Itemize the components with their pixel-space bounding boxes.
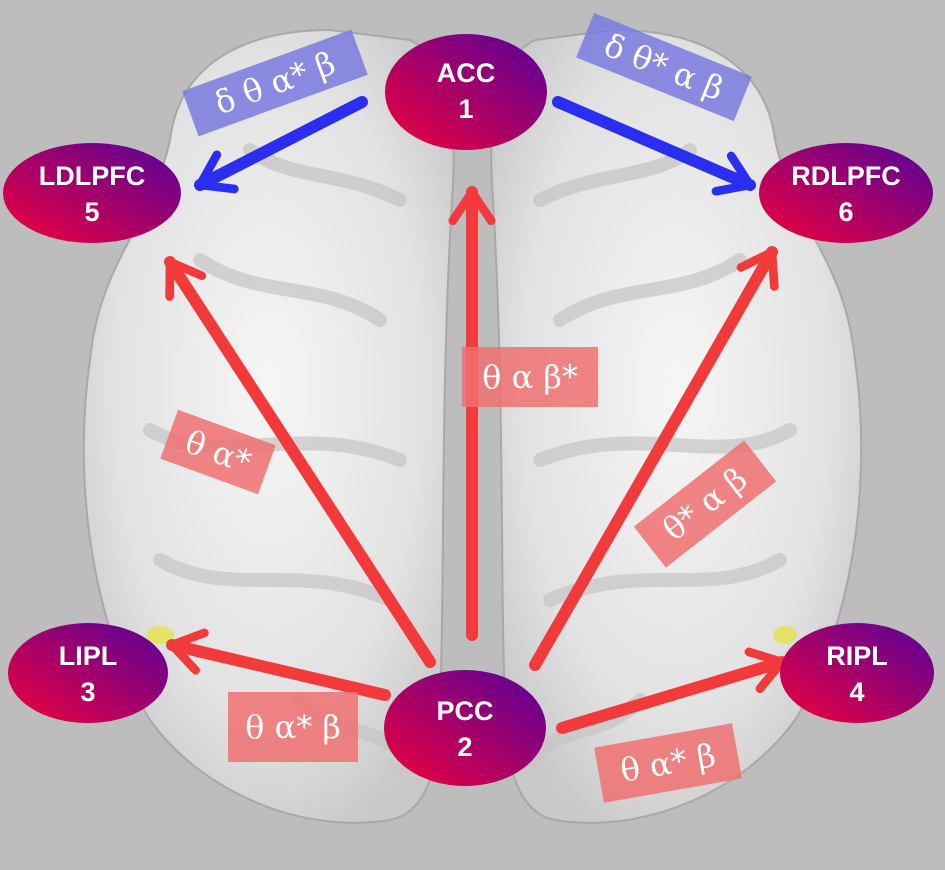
node-acc-name: ACC — [437, 58, 496, 88]
edge-label-text: θ α β* — [482, 358, 578, 396]
arrow-pcc-to-ldlpfc — [164, 256, 436, 668]
arrows — [164, 96, 788, 734]
node-ldlpfc: LDLPFC 5 — [3, 143, 181, 243]
node-rdlpfc-number: 6 — [838, 197, 853, 227]
node-ripl-name: RIPL — [826, 641, 888, 671]
edge-label-pcc-lipl: θ α* β — [228, 692, 358, 762]
node-pcc-name: PCC — [436, 696, 493, 726]
activation-spot-right — [773, 626, 797, 644]
node-rdlpfc: RDLPFC 6 — [759, 143, 933, 243]
edge-label-pcc-acc: θ α β* — [462, 347, 598, 407]
activation-spot-left — [146, 626, 174, 644]
node-acc: ACC 1 — [385, 34, 547, 150]
node-pcc-number: 2 — [457, 732, 472, 762]
node-ldlpfc-name: LDLPFC — [39, 161, 145, 191]
node-rdlpfc-name: RDLPFC — [791, 161, 901, 191]
edge-label-text: θ α* β — [245, 708, 341, 746]
arrow-pcc-to-rdlpfc — [529, 246, 779, 671]
arrow-pcc-to-ripl — [556, 647, 788, 734]
node-lipl-number: 3 — [80, 677, 95, 707]
node-lipl: LIPL 3 — [8, 623, 168, 723]
arrow-pcc-to-lipl — [166, 628, 391, 701]
node-ripl-number: 4 — [849, 677, 864, 707]
node-lipl-name: LIPL — [59, 641, 118, 671]
node-ldlpfc-number: 5 — [84, 197, 99, 227]
arrow-acc-to-rdlpfc — [552, 96, 756, 196]
node-ripl: RIPL 4 — [780, 623, 934, 723]
node-pcc: PCC 2 — [384, 670, 546, 786]
arrow-acc-to-ldlpfc — [194, 96, 368, 194]
node-acc-number: 1 — [458, 94, 473, 124]
nodes: ACC 1 LDLPFC 5 RDLPFC 6 LIPL 3 RIPL 4 PC… — [3, 34, 934, 786]
edge-label-pcc-ripl: θ α* β — [594, 723, 742, 803]
